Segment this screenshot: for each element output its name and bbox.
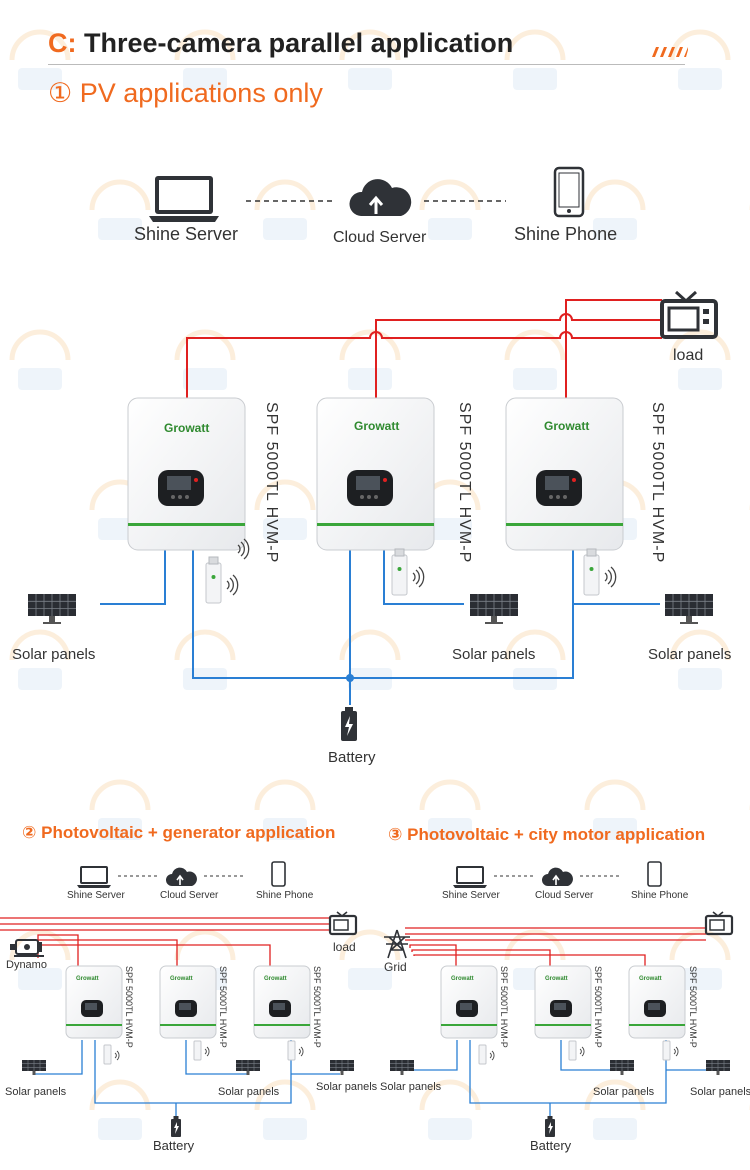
tv-icon bbox=[704, 910, 734, 936]
battery-icon bbox=[545, 1116, 555, 1137]
load-label: load bbox=[333, 940, 356, 954]
inverter-3 bbox=[628, 965, 686, 1039]
generator-icon bbox=[10, 939, 44, 957]
network-row bbox=[76, 861, 286, 889]
model-label: SPF 5000TL HVM-P bbox=[263, 402, 280, 564]
model-label: SPF 5000TL HVM-P bbox=[649, 402, 666, 564]
source-label: Dynamo bbox=[6, 959, 47, 971]
solar-panels-label: Solar panels bbox=[218, 1086, 280, 1098]
solar-panel-icon bbox=[21, 1059, 47, 1076]
inverter-3 bbox=[253, 965, 311, 1039]
solar-panel-icon bbox=[389, 1059, 415, 1076]
model-label: SPF 5000TL HVM-P bbox=[499, 966, 509, 1048]
section3-title: ③ Photovoltaic + city motor application bbox=[388, 825, 706, 844]
solar-panel-icon bbox=[235, 1059, 261, 1076]
solar-panel-icon bbox=[609, 1059, 635, 1076]
solar-panels-label: Solar panels bbox=[316, 1081, 378, 1093]
brand-logo: Growatt bbox=[544, 419, 590, 433]
solar-panel-icon bbox=[705, 1059, 731, 1076]
shine-phone-label: Shine Phone bbox=[631, 890, 689, 901]
solar-panel-icon bbox=[329, 1059, 355, 1076]
shine-phone-label: Shine Phone bbox=[514, 224, 618, 244]
model-label: SPF 5000TL HVM-P bbox=[456, 402, 473, 564]
wifi-dongle-icon bbox=[662, 1040, 679, 1061]
cloud-upload-icon bbox=[349, 179, 412, 216]
brand-logo: Growatt bbox=[164, 421, 210, 435]
shine-phone-label: Shine Phone bbox=[256, 890, 314, 901]
solar-panels-label: Solar panels bbox=[690, 1086, 750, 1098]
solar-panels-label: Solar panels bbox=[593, 1086, 655, 1098]
battery-label: Battery bbox=[153, 1138, 195, 1153]
cloud-server-label: Cloud Server bbox=[333, 229, 427, 246]
shine-server-label: Shine Server bbox=[134, 224, 239, 244]
section2-title: ② Photovoltaic + generator application bbox=[22, 823, 336, 842]
battery-label: Battery bbox=[530, 1138, 572, 1153]
model-label: SPF 5000TL HVM-P bbox=[312, 966, 322, 1048]
solar-panels-label: Solar panels bbox=[380, 1081, 442, 1093]
pylon-icon bbox=[384, 929, 410, 959]
cloud-server-label: Cloud Server bbox=[160, 890, 219, 901]
shine-server-label: Shine Server bbox=[442, 890, 500, 901]
inverter-1 bbox=[440, 965, 498, 1039]
solar-panels-label: Solar panels bbox=[12, 646, 96, 663]
inverter-1 bbox=[65, 965, 123, 1039]
brand-logo: Growatt bbox=[354, 419, 400, 433]
tv-icon bbox=[328, 910, 358, 936]
solar-panels-label: Solar panels bbox=[5, 1086, 67, 1098]
load-label: load bbox=[673, 347, 704, 364]
source-label: Grid bbox=[384, 960, 407, 974]
battery-label: Battery bbox=[328, 749, 376, 766]
model-label: SPF 5000TL HVM-P bbox=[688, 966, 698, 1048]
laptop-icon bbox=[149, 176, 219, 222]
cloud-server-label: Cloud Server bbox=[535, 890, 594, 901]
model-label: SPF 5000TL HVM-P bbox=[593, 966, 603, 1048]
solar-panels-label: Solar panels bbox=[452, 646, 536, 663]
inverter-2 bbox=[159, 965, 217, 1039]
main-diagram bbox=[27, 166, 718, 741]
section1-title: ① PV applications only bbox=[48, 78, 323, 108]
tv-icon bbox=[660, 290, 718, 339]
smartphone-icon bbox=[553, 166, 585, 218]
network-row bbox=[452, 861, 662, 889]
wifi-dongle-icon bbox=[193, 1040, 210, 1061]
shine-server-label: Shine Server bbox=[67, 890, 125, 901]
wifi-dongle-icon bbox=[568, 1040, 585, 1061]
title-stripes bbox=[652, 47, 688, 57]
solar-panels-label: Solar panels bbox=[648, 646, 732, 663]
battery-icon bbox=[171, 1116, 181, 1137]
wifi-dongle-icon bbox=[287, 1040, 304, 1061]
title-rule bbox=[48, 64, 685, 65]
model-label: SPF 5000TL HVM-P bbox=[218, 966, 228, 1048]
battery-icon bbox=[341, 707, 357, 741]
page-title: C: Three-camera parallel application bbox=[48, 28, 514, 58]
model-label: SPF 5000TL HVM-P bbox=[124, 966, 134, 1048]
inverter-2 bbox=[534, 965, 592, 1039]
wifi-dongle-icon bbox=[478, 1044, 495, 1065]
wifi-dongle-icon bbox=[103, 1044, 120, 1065]
